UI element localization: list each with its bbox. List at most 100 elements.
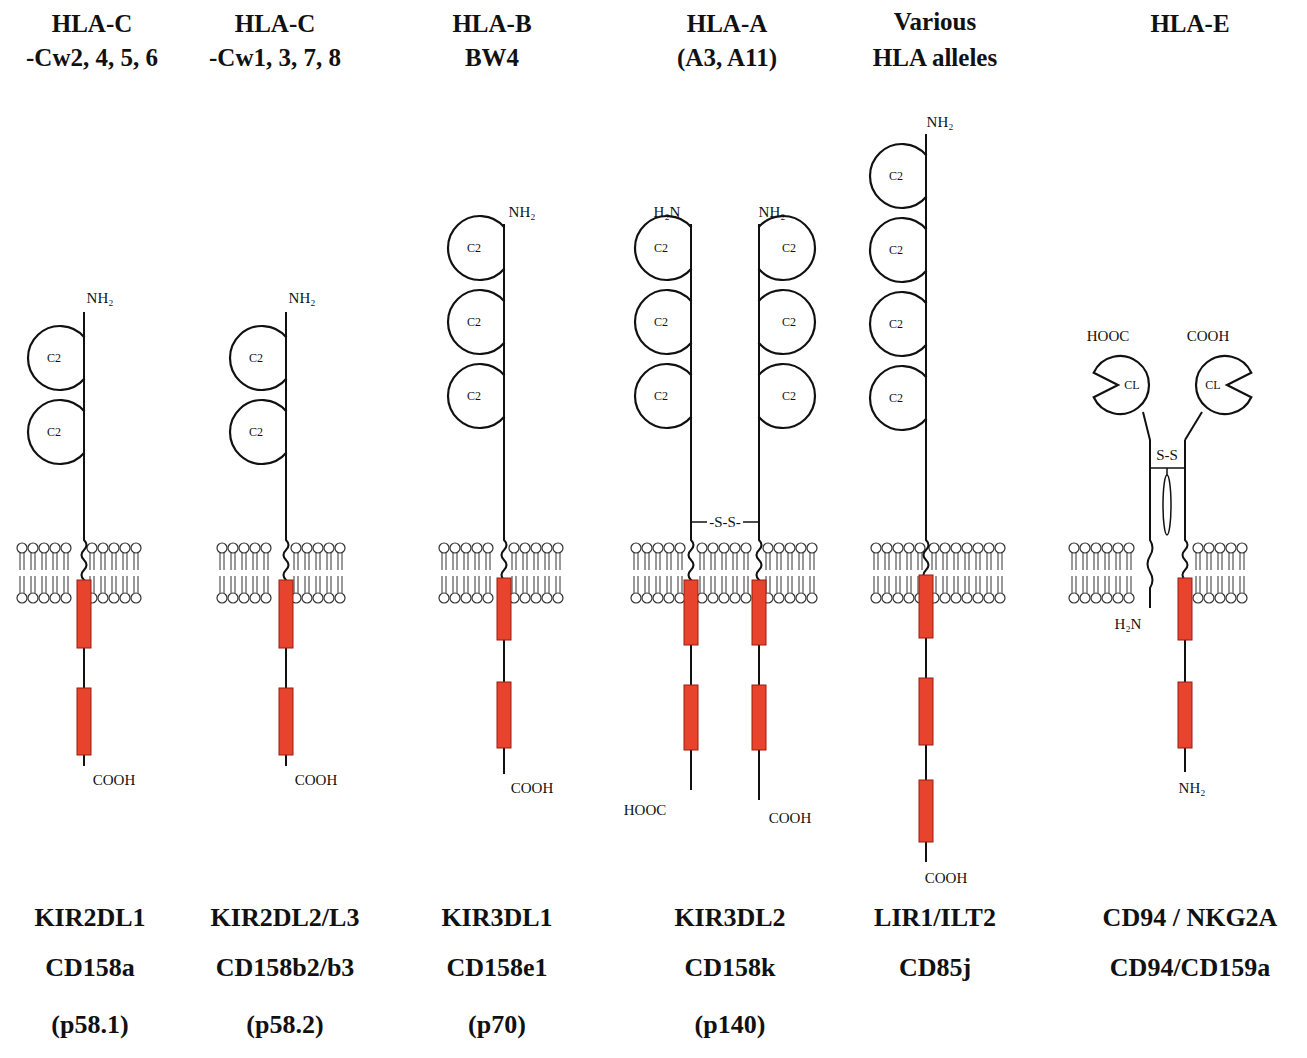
terminus-label: HOOC	[624, 802, 667, 819]
ig-domain: C2	[635, 216, 699, 280]
receptor-name: (p58.2)	[246, 1011, 323, 1040]
receptor-name: KIR3DL1	[441, 904, 552, 933]
lipid	[631, 543, 641, 603]
domain-label: C2	[249, 352, 263, 364]
bond-label: -S-S-	[707, 514, 743, 531]
lipid	[520, 543, 530, 603]
itim-motif	[919, 575, 933, 638]
ig-domain: C2	[870, 144, 934, 208]
ig-domain: C2	[448, 364, 512, 428]
ig-domain: C2	[870, 366, 934, 430]
lipid	[450, 543, 460, 603]
itim-motif	[752, 685, 766, 750]
lipid	[335, 543, 345, 603]
ig-domain: C2	[28, 400, 92, 464]
terminus-label: NH₂	[509, 204, 536, 221]
domain-label: C2	[889, 392, 903, 404]
receptor-name: CD94/CD159a	[1110, 954, 1270, 983]
lipid	[131, 543, 141, 603]
lipid	[1069, 543, 1079, 603]
receptor-name: CD94 / NKG2A	[1103, 904, 1278, 933]
lipid	[719, 543, 729, 603]
terminus-label: NH₂	[87, 290, 114, 307]
terminus-label: COOH	[93, 772, 136, 789]
ig-domain: C2	[230, 326, 294, 390]
domain-label: C2	[889, 244, 903, 256]
itim-motif	[752, 580, 766, 645]
itim-motif	[279, 580, 293, 648]
ig-domain: C2	[635, 290, 699, 354]
domain-label: C2	[467, 316, 481, 328]
lipid	[239, 543, 249, 603]
lipid	[461, 543, 471, 603]
terminus-label: COOH	[769, 810, 812, 827]
lipid	[302, 543, 312, 603]
lipid	[553, 543, 563, 603]
lipid	[653, 543, 663, 603]
domain-label: C2	[889, 170, 903, 182]
domain-label: C2	[654, 242, 668, 254]
itim-motif	[919, 678, 933, 745]
domain-label: C2	[249, 426, 263, 438]
lipid	[1204, 543, 1214, 603]
itim-motif	[684, 580, 698, 645]
itim-motif	[919, 780, 933, 842]
receptor-name: CD158b2/b3	[216, 954, 355, 983]
lipid	[995, 543, 1005, 603]
ligand-label: -Cw2, 4, 5, 6	[26, 44, 158, 72]
lipid	[730, 543, 740, 603]
ig-domain: C2	[870, 218, 934, 282]
lipid	[1113, 543, 1123, 603]
lipid	[785, 543, 795, 603]
receptor-name: KIR3DL2	[674, 904, 785, 933]
receptor-name: CD85j	[899, 954, 971, 983]
receptor-name: KIR2DL1	[34, 904, 145, 933]
lectin-domain: CL	[1088, 353, 1152, 417]
lipid	[940, 543, 950, 603]
domain-label: C2	[889, 318, 903, 330]
lipid	[984, 543, 994, 603]
lipid	[1091, 543, 1101, 603]
terminus-label: H₂N	[654, 204, 681, 221]
lipid	[28, 543, 38, 603]
receptor-name: CD158e1	[446, 954, 547, 983]
ligand-label: HLA-C	[52, 10, 133, 38]
lipid	[973, 543, 983, 603]
ig-domain: C2	[635, 364, 699, 428]
lipid	[217, 543, 227, 603]
terminus-label: H₂N	[1115, 616, 1142, 633]
lipid	[664, 543, 674, 603]
lipid	[951, 543, 961, 603]
receptor-name: LIR1/ILT2	[874, 904, 996, 933]
lipid	[531, 543, 541, 603]
lipid	[324, 543, 334, 603]
lipid	[1215, 543, 1225, 603]
terminus-label: COOH	[1187, 328, 1230, 345]
terminus-label: NH₂	[289, 290, 316, 307]
lipid	[893, 543, 903, 603]
terminus-label: COOH	[295, 772, 338, 789]
lipid	[708, 543, 718, 603]
lipid	[962, 543, 972, 603]
receptor-name: CD158k	[684, 954, 775, 983]
lipid	[542, 543, 552, 603]
ligand-label: -Cw1, 3, 7, 8	[209, 44, 341, 72]
ligand-label: HLA-E	[1150, 10, 1229, 38]
domain-label: CL	[1124, 379, 1139, 391]
lipid	[261, 543, 271, 603]
ig-domain: C2	[448, 290, 512, 354]
itim-motif	[1178, 578, 1192, 640]
lipid	[1102, 543, 1112, 603]
terminus-label: NH₂	[759, 204, 786, 221]
lipid	[1193, 543, 1203, 603]
domain-label: C2	[467, 242, 481, 254]
lipid	[741, 543, 751, 603]
lipid	[1237, 543, 1247, 603]
domain-outline	[1088, 353, 1152, 417]
ig-domain: C2	[870, 292, 934, 356]
itim-motif	[497, 682, 511, 748]
lipid	[904, 543, 914, 603]
lipid	[98, 543, 108, 603]
lipid	[1124, 543, 1134, 603]
lipid	[250, 543, 260, 603]
